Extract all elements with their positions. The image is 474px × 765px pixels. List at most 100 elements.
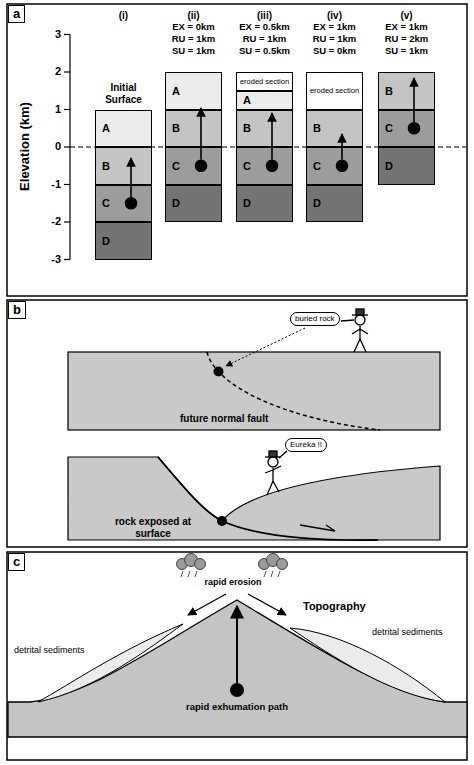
rain-cloud: [195, 559, 206, 570]
elevation-axis: [64, 109, 70, 110]
node-text: a: [13, 6, 20, 22]
fault-after: [217, 516, 227, 526]
node-text: buried rock: [295, 314, 335, 324]
annotation: detrital sediments: [14, 645, 99, 655]
fault-before: [214, 367, 224, 377]
tick-label: -2: [36, 215, 61, 228]
stick-figure: [279, 451, 287, 458]
node-text: B: [102, 160, 110, 172]
column-header: (iii): [230, 10, 300, 22]
fault-before: [68, 352, 440, 430]
node-text: B: [313, 122, 321, 134]
annotation: Topography: [303, 600, 378, 613]
annotation: future normal fault: [180, 413, 285, 425]
rock-path: [341, 134, 343, 160]
rain-cloud: [181, 571, 280, 577]
rock-layer: A: [236, 91, 293, 110]
mountain: [236, 606, 238, 683]
rock-layer: C: [306, 147, 363, 185]
elevation-axis: [64, 71, 70, 72]
fault-before: [68, 328, 440, 430]
rock-layer: A: [95, 110, 152, 148]
rock-layer: D: [165, 185, 222, 223]
rock-layer: D: [306, 185, 363, 223]
elevation-axis: [64, 259, 70, 260]
rock-layer: B: [306, 110, 363, 148]
panel-label: a: [8, 5, 25, 23]
tick-label: -1: [36, 178, 61, 191]
rock-layer: B: [165, 110, 222, 148]
node-text: B: [385, 85, 393, 97]
mountain: [248, 594, 286, 615]
rock-layer: A: [165, 72, 222, 110]
mountain: [290, 628, 445, 702]
axis-title: Elevation (km): [18, 86, 33, 206]
panel-frame: [7, 4, 467, 296]
fault-after: [68, 457, 440, 540]
column-header: RU = 1km: [300, 34, 370, 45]
node-text: C: [243, 160, 251, 172]
sea-level-line: [70, 146, 466, 147]
column-header: EX = 1km: [372, 22, 442, 33]
column-header: RU = 1km: [159, 34, 229, 45]
node-text: eroded section: [240, 78, 289, 86]
annotation: rapid erosion: [198, 577, 268, 587]
column-header: EX = 0km: [159, 22, 229, 33]
rock-layer: C: [95, 185, 152, 223]
stick-figure: [352, 326, 368, 352]
node-text: C: [172, 160, 180, 172]
rock-layer: B: [95, 147, 152, 185]
column-header: SU = 0.5km: [230, 46, 300, 57]
mountain: [38, 624, 183, 702]
rock-path: [130, 158, 132, 197]
rock-layer: B: [378, 72, 435, 110]
panel-label: c: [8, 553, 25, 571]
stick-figure: [356, 309, 364, 315]
fault-after: [68, 457, 440, 540]
stick-figure: [341, 320, 354, 321]
column-header: (ii): [159, 10, 229, 22]
node-text: Eureka !!: [290, 440, 322, 450]
node-text: A: [172, 85, 180, 97]
node-text: c: [13, 554, 20, 570]
mountain: [188, 594, 226, 615]
rock-layer: C: [165, 147, 222, 185]
column-header: SU = 1km: [372, 46, 442, 57]
stick-figure: [269, 451, 277, 457]
node-text: C: [385, 122, 393, 134]
rock-path: [196, 160, 207, 171]
panel-label: b: [8, 301, 26, 319]
column-header: EX = 0.5km: [230, 22, 300, 33]
rock-layer: D: [95, 222, 152, 260]
elevation-axis: [64, 184, 70, 185]
column-header: (i): [89, 10, 159, 22]
column-header: Initial Surface: [94, 82, 154, 105]
elevation-axis: [64, 34, 70, 35]
node-text: A: [102, 122, 110, 134]
annotation: rock exposed at surface: [108, 516, 198, 539]
node-text: b: [13, 302, 21, 318]
speech-bubble: Eureka !!: [285, 438, 327, 452]
fault-before: [226, 328, 305, 366]
node-text: D: [313, 197, 321, 209]
node-text: eroded section: [310, 87, 359, 95]
fault-after: [158, 457, 378, 540]
rock-path: [200, 108, 202, 160]
stick-figure: [355, 315, 365, 325]
mountain: [8, 600, 467, 737]
tick-label: 0: [36, 140, 61, 153]
node-text: B: [243, 122, 251, 134]
mountain: [8, 594, 467, 737]
rock-path: [409, 123, 420, 134]
elevation-axis: [64, 35, 70, 260]
column-header: (iv): [300, 10, 370, 22]
node-text: D: [102, 235, 110, 247]
node-text: B: [172, 122, 180, 134]
annotation: detrital sediments: [372, 627, 464, 637]
tick-label: -3: [36, 253, 61, 266]
rain-cloud: [277, 559, 288, 570]
rock-layer: B: [236, 110, 293, 148]
column-header: (v): [372, 10, 442, 22]
node-text: D: [243, 197, 251, 209]
